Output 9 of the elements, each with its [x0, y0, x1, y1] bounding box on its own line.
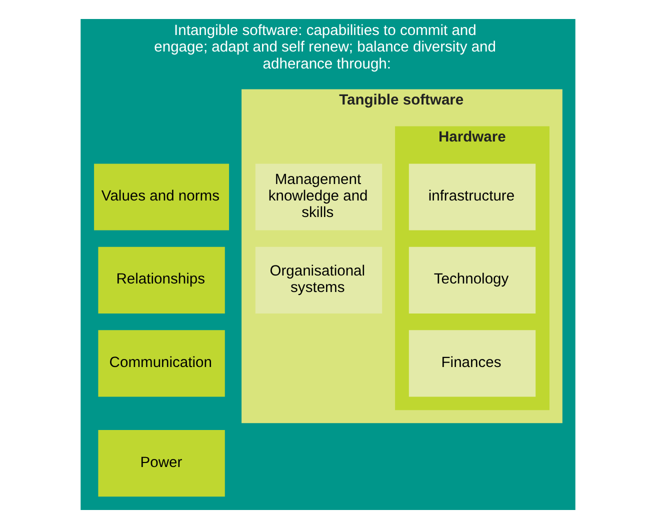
node-box: Management knowledge and skills [254, 164, 382, 230]
node-box: Values and norms [94, 164, 229, 230]
node-box: infrastructure [408, 164, 536, 230]
node-box: Power [98, 430, 224, 497]
node-box: Technology [408, 246, 536, 314]
node-box: Organisational systems [254, 246, 382, 314]
node-box: Relationships [98, 246, 224, 314]
node-box: Finances [408, 330, 536, 397]
node-box: Communication [98, 330, 224, 397]
